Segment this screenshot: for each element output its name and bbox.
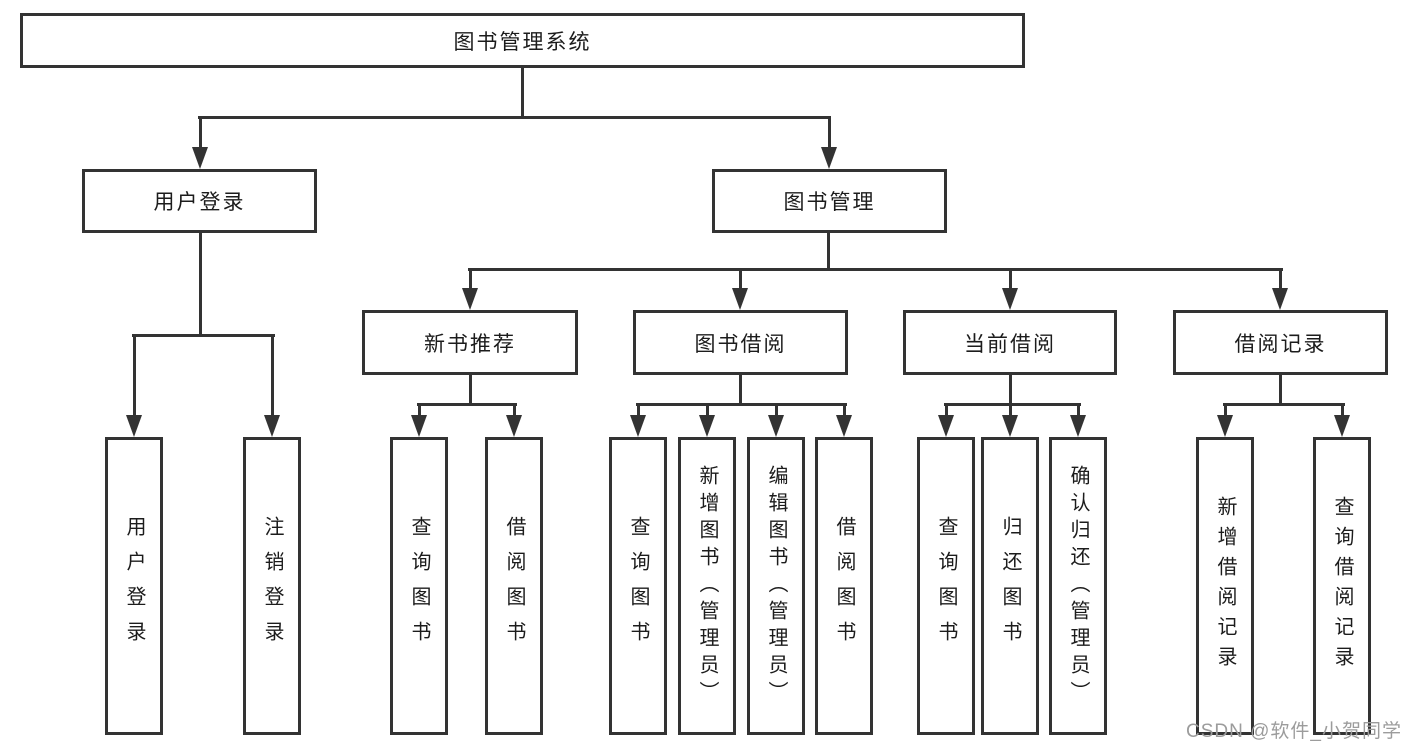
node-user-login: 用户登录 [82,169,317,233]
arrow-down-icon [192,147,208,169]
arrow-down-icon [732,288,748,310]
connector-line [1279,268,1282,290]
arrow-down-icon [836,415,852,437]
connector-line [1223,403,1345,406]
node-user-login-label: 用户登录 [153,191,246,214]
connector-line [417,403,517,406]
leaf-borrow-borrow-book-label: 借阅图书 [833,516,855,656]
arrow-down-icon [1272,288,1288,310]
leaf-current-confirm-return-admin-label: 确认归还（管理员） [1067,464,1089,708]
arrow-down-icon [462,288,478,310]
node-borrow-records: 借阅记录 [1173,310,1388,375]
leaf-borrow-query-book-label: 查询图书 [627,516,649,656]
connector-line [775,403,778,417]
arrow-down-icon [264,415,280,437]
leaf-current-query-book: 查询图书 [917,437,975,735]
connector-line [133,334,136,417]
leaf-current-return-book: 归还图书 [981,437,1039,735]
connector-line [1341,403,1344,417]
node-root: 图书管理系统 [20,13,1025,68]
node-book-borrow: 图书借阅 [633,310,848,375]
connector-line [945,403,948,417]
leaf-recommend-query-book: 查询图书 [390,437,448,735]
connector-line [1279,375,1282,406]
leaf-borrow-borrow-book: 借阅图书 [815,437,873,735]
connector-line [1009,403,1012,417]
arrow-down-icon [1217,415,1233,437]
node-book-borrow-label: 图书借阅 [694,332,787,356]
connector-line [944,403,1081,406]
connector-line [513,403,516,417]
leaf-borrow-edit-book-admin-label: 编辑图书（管理员） [765,464,787,708]
arrow-down-icon [630,415,646,437]
connector-line [132,334,275,337]
connector-line [1009,375,1012,406]
csdn-watermark: CSDN @软件_小贺同学 [1186,721,1402,742]
connector-line [1077,403,1080,417]
leaf-records-add-record-label: 新增借阅记录 [1214,496,1236,676]
node-new-book-recommend: 新书推荐 [362,310,578,375]
connector-line [1224,403,1227,417]
arrow-down-icon [506,415,522,437]
node-root-label: 图书管理系统 [453,30,592,54]
connector-line [418,403,421,417]
arrow-down-icon [938,415,954,437]
leaf-current-confirm-return-admin: 确认归还（管理员） [1049,437,1107,735]
node-book-management-label: 图书管理 [783,191,876,214]
connector-line [739,268,742,290]
node-current-borrow-label: 当前借阅 [964,332,1056,356]
leaf-recommend-borrow-book-label: 借阅图书 [503,516,525,656]
arrow-down-icon [411,415,427,437]
connector-line [739,375,742,406]
leaf-user-login: 用户登录 [105,437,163,735]
node-book-management: 图书管理 [712,169,947,233]
arrow-down-icon [1002,288,1018,310]
connector-line [468,268,1283,271]
connector-line [706,403,709,417]
connector-line [199,116,202,149]
connector-line [828,116,831,149]
arrow-down-icon [126,415,142,437]
connector-line [469,268,472,290]
node-borrow-records-label: 借阅记录 [1234,332,1327,356]
connector-line [843,403,846,417]
node-new-book-recommend-label: 新书推荐 [424,332,516,356]
arrow-down-icon [699,415,715,437]
leaf-borrow-edit-book-admin: 编辑图书（管理员） [747,437,805,735]
leaf-borrow-query-book: 查询图书 [609,437,667,735]
connector-line [271,334,274,417]
leaf-recommend-query-book-label: 查询图书 [408,516,430,656]
connector-line [198,116,831,119]
leaf-records-add-record: 新增借阅记录 [1196,437,1254,735]
leaf-borrow-add-book-admin-label: 新增图书（管理员） [696,464,718,708]
arrow-down-icon [1002,415,1018,437]
arrow-down-icon [768,415,784,437]
leaf-current-query-book-label: 查询图书 [935,516,957,656]
connector-line [637,403,640,417]
arrow-down-icon [1334,415,1350,437]
leaf-records-query-record-label: 查询借阅记录 [1331,496,1353,676]
connector-line [827,233,830,271]
leaf-logout-login-label: 注销登录 [261,516,283,656]
arrow-down-icon [821,147,837,169]
connector-line [469,375,472,406]
leaf-current-return-book-label: 归还图书 [999,516,1021,656]
arrow-down-icon [1070,415,1086,437]
leaf-user-login-label: 用户登录 [123,516,145,656]
node-current-borrow: 当前借阅 [903,310,1117,375]
connector-line [199,233,202,337]
leaf-borrow-add-book-admin: 新增图书（管理员） [678,437,736,735]
leaf-logout-login: 注销登录 [243,437,301,735]
leaf-records-query-record: 查询借阅记录 [1313,437,1371,735]
connector-line [521,68,524,119]
connector-line [636,403,847,406]
connector-line [1009,268,1012,290]
leaf-recommend-borrow-book: 借阅图书 [485,437,543,735]
